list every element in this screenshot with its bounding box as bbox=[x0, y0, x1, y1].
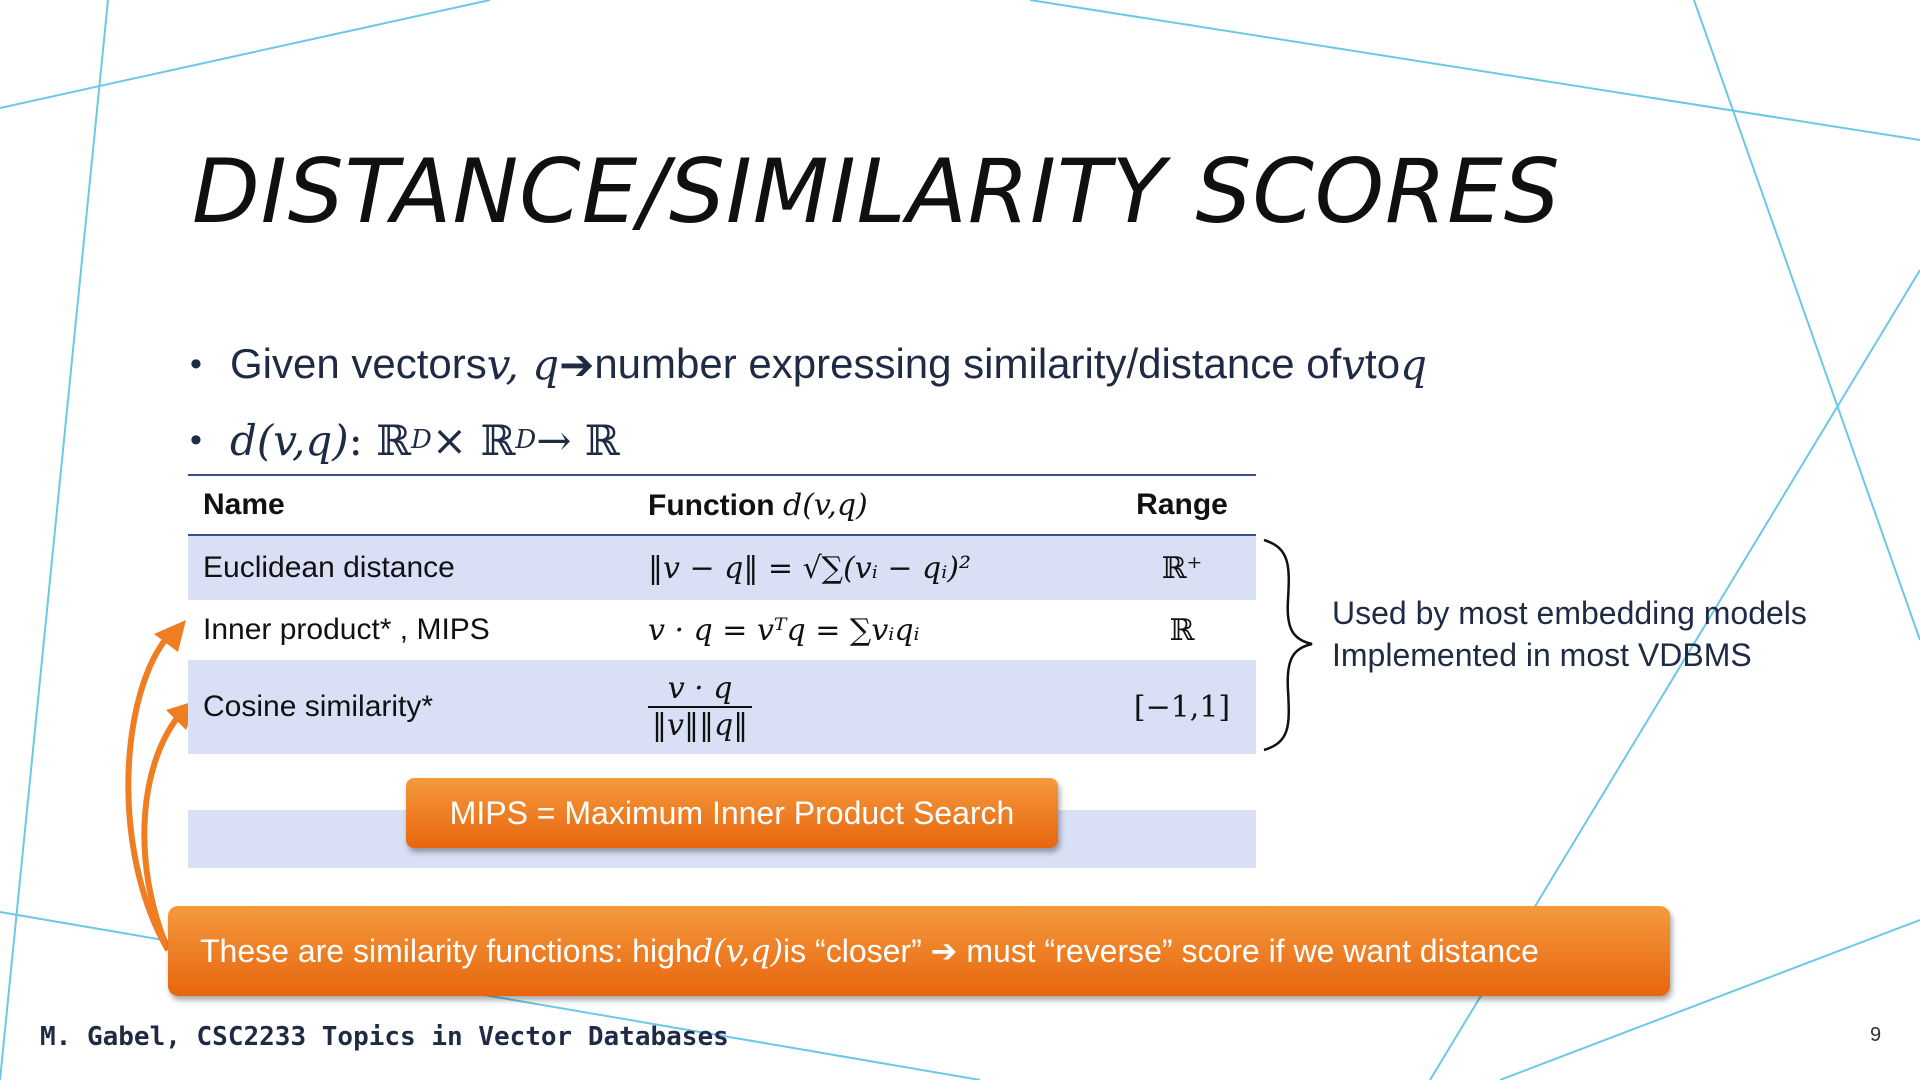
bullet1-pre: Given vectors bbox=[230, 340, 487, 387]
bullet1-vars: v, q bbox=[486, 339, 560, 389]
header-range: Range bbox=[1136, 488, 1228, 521]
row-name: Euclidean distance bbox=[203, 551, 455, 584]
table-row: Inner product* , MIPS v · q = vᵀq = ∑vᵢq… bbox=[188, 600, 1256, 660]
bullet1-q: q bbox=[1400, 339, 1427, 389]
cosine-fraction: v · q ‖v‖‖q‖ bbox=[648, 671, 753, 743]
table-row: Cosine similarity* v · q ‖v‖‖q‖ [−1,1] bbox=[188, 660, 1256, 754]
scores-table: Name Function d(v,q) Range Euclidean dis… bbox=[188, 474, 1256, 868]
row-function: ‖v − q‖ = √∑(vᵢ − qᵢ)² bbox=[648, 550, 971, 586]
brace-note-line1: Used by most embedding models bbox=[1332, 595, 1807, 631]
slide-title: DISTANCE/SIMILARITY SCORES bbox=[192, 140, 1561, 243]
bullet-list: • Given vectors v, q ➔ number expressing… bbox=[190, 326, 1427, 478]
bullet2-sup2: D bbox=[515, 425, 537, 455]
row-range: ℝ⁺ bbox=[1161, 550, 1203, 586]
arrowhead-inner-product bbox=[154, 620, 186, 652]
bullet1-arrow: ➔ bbox=[559, 340, 595, 388]
bullet2-sup1: D bbox=[411, 425, 432, 455]
header-name: Name bbox=[203, 488, 285, 521]
bullet2-func: d(v,q) bbox=[230, 415, 349, 465]
row-function: v · q ‖v‖‖q‖ bbox=[648, 671, 1108, 743]
bullet1-v: v bbox=[1341, 339, 1366, 389]
arrow-to-cosine bbox=[141, 710, 185, 952]
header-function-math: d(v,q) bbox=[782, 487, 868, 523]
bullet-dot: • bbox=[190, 344, 202, 383]
footer-author: M. Gabel, CSC2233 Topics in Vector Datab… bbox=[40, 1022, 729, 1052]
row-range: [−1,1] bbox=[1133, 689, 1231, 725]
page-number: 9 bbox=[1870, 1024, 1882, 1046]
bullet1-to: to bbox=[1365, 340, 1401, 387]
bullet2-sig: : ℝ bbox=[348, 415, 412, 465]
row-function: v · q = vᵀq = ∑vᵢqᵢ bbox=[648, 612, 920, 648]
bullet-dot: • bbox=[190, 420, 202, 459]
mips-callout: MIPS = Maximum Inner Product Search bbox=[406, 778, 1058, 848]
similarity-callout-pre: These are similarity functions: high bbox=[200, 932, 693, 969]
table-header: Name Function d(v,q) Range bbox=[188, 474, 1256, 536]
fraction-numerator: v · q bbox=[667, 671, 733, 706]
bullet-given-vectors: • Given vectors v, q ➔ number expressing… bbox=[190, 326, 1427, 402]
similarity-callout: These are similarity functions: high d(v… bbox=[168, 906, 1670, 996]
brace-note-line2: Implemented in most VDBMS bbox=[1332, 637, 1752, 673]
right-brace bbox=[1263, 538, 1313, 752]
brace-note: Used by most embedding models Implemente… bbox=[1332, 592, 1807, 676]
header-function: Function d(v,q) bbox=[648, 488, 1108, 523]
row-name: Cosine similarity* bbox=[203, 690, 434, 723]
similarity-callout-math: d(v,q) bbox=[692, 932, 784, 970]
bullet2-times: × ℝ bbox=[431, 415, 516, 465]
row-name: Inner product* , MIPS bbox=[203, 613, 490, 646]
bullet1-mid: number expressing similarity/distance of bbox=[594, 340, 1342, 387]
arrow-to-inner-product bbox=[125, 632, 173, 952]
header-function-label: Function bbox=[648, 488, 775, 522]
table-row: Euclidean distance ‖v − q‖ = √∑(vᵢ − qᵢ)… bbox=[188, 536, 1256, 600]
bullet2-rest: → ℝ bbox=[536, 415, 620, 465]
similarity-callout-post: is “closer” ➔ must “reverse” score if we… bbox=[783, 933, 1539, 969]
row-range: ℝ bbox=[1169, 612, 1195, 648]
fraction-denominator: ‖v‖‖q‖ bbox=[648, 706, 753, 743]
